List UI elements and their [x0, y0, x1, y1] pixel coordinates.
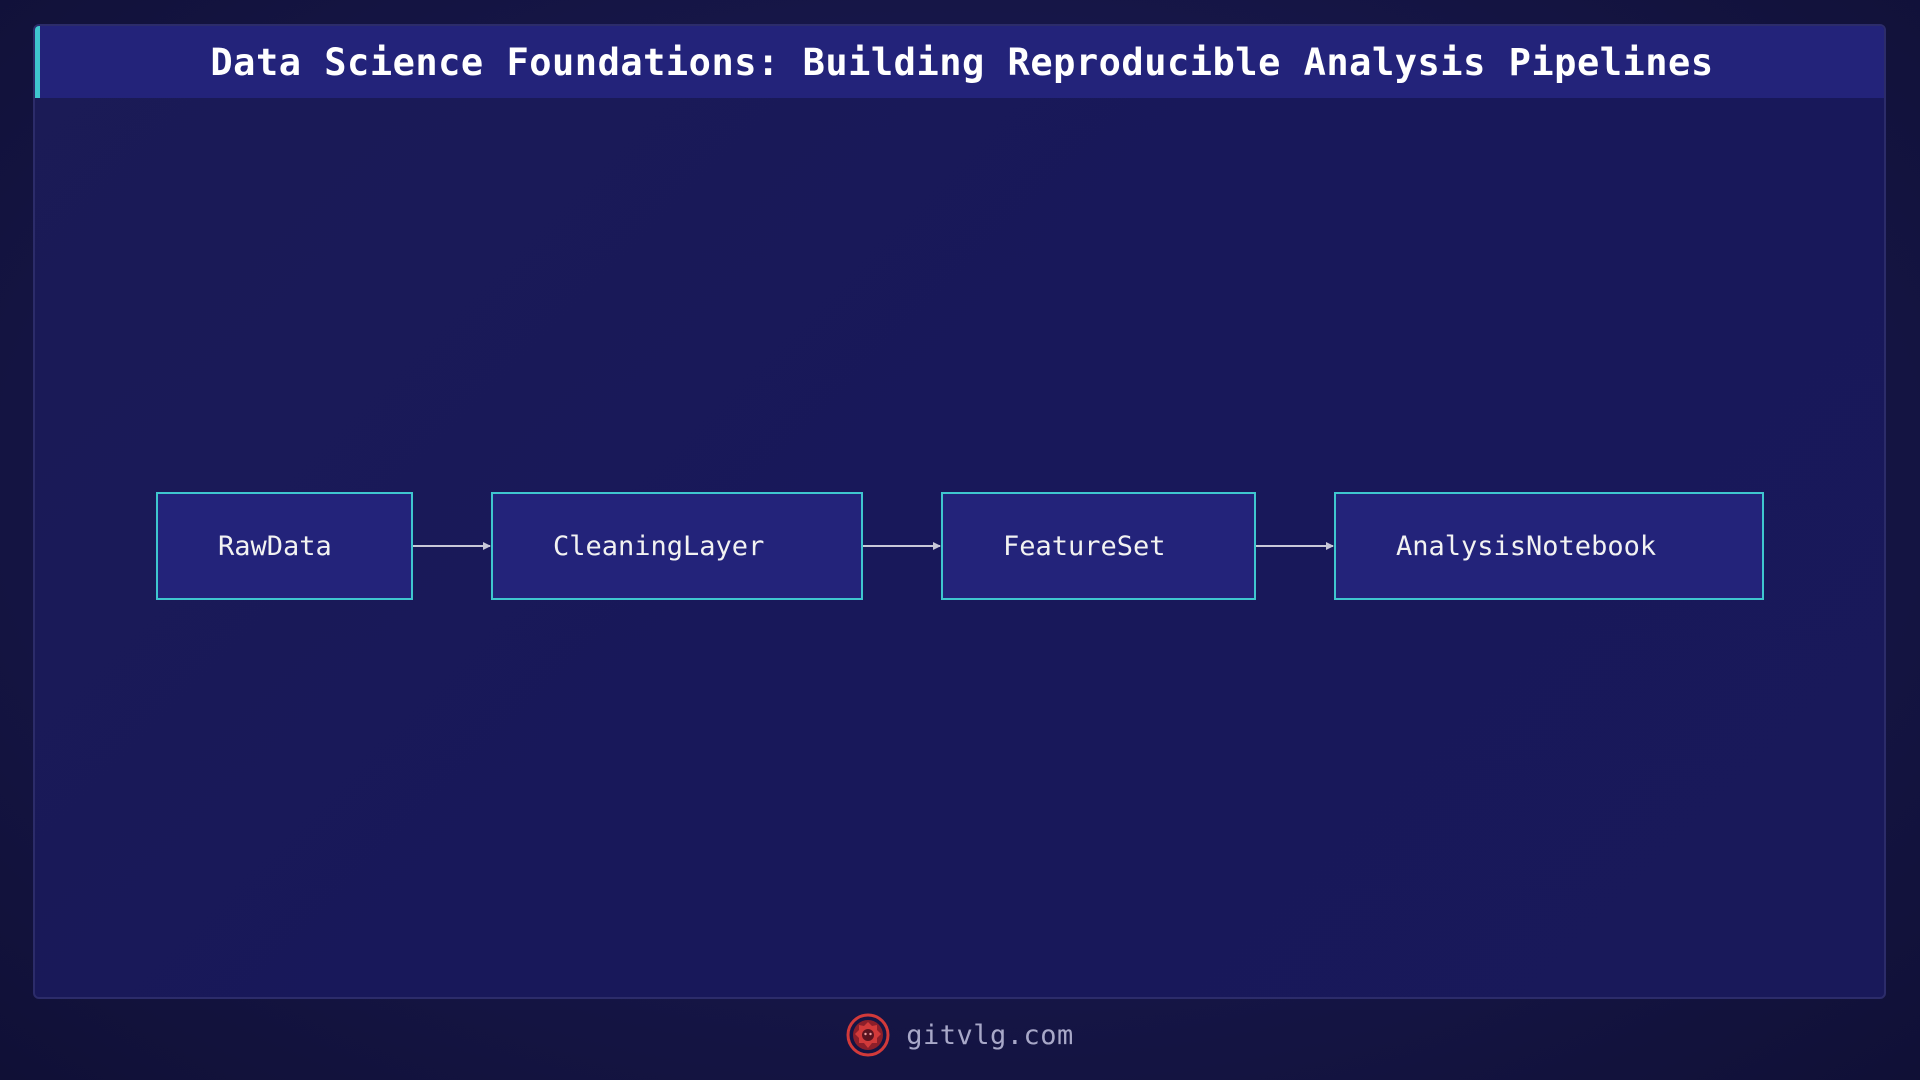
title-bar: Data Science Foundations: Building Repro…	[35, 26, 1884, 98]
node-label: AnalysisNotebook	[1396, 530, 1657, 562]
node-featureset[interactable]: FeatureSet	[941, 492, 1256, 600]
node-analysisnotebook[interactable]: AnalysisNotebook	[1334, 492, 1764, 600]
page-title: Data Science Foundations: Building Repro…	[210, 40, 1714, 84]
node-label: CleaningLayer	[553, 530, 765, 562]
node-rawdata[interactable]: RawData	[156, 492, 413, 600]
node-label: FeatureSet	[1003, 530, 1166, 562]
node-label: RawData	[218, 530, 332, 562]
footer-site[interactable]: gitvlg.com	[906, 1019, 1074, 1051]
footer: gitvlg.com	[0, 1010, 1920, 1060]
node-cleaninglayer[interactable]: CleaningLayer	[491, 492, 863, 600]
lion-logo-icon	[846, 1013, 890, 1057]
